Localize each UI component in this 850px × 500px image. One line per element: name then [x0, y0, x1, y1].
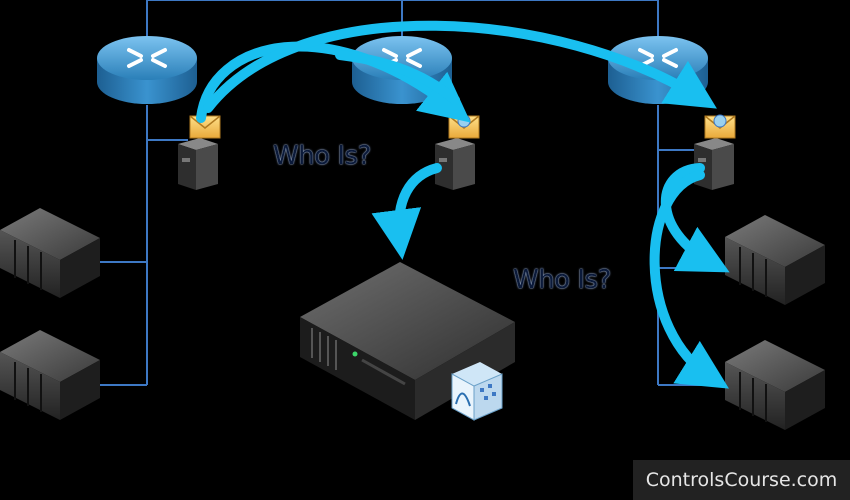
envelope-icon	[448, 114, 480, 139]
controller-icon	[725, 340, 825, 430]
controller-icon	[725, 215, 825, 305]
bacnet-router-device-icon	[178, 138, 218, 190]
controller-icon	[0, 330, 100, 420]
who-is-label: Who Is?	[273, 141, 371, 171]
workstation-software-icon	[451, 362, 503, 421]
who-is-arrows	[196, 20, 730, 389]
bacnet-router-device-icon	[435, 138, 475, 190]
watermark: ControlsCourse.com	[633, 460, 850, 500]
controller-icon	[0, 208, 100, 298]
envelope-icon	[704, 114, 736, 139]
who-is-label: Who Is?	[513, 265, 611, 295]
router-icon	[97, 36, 197, 104]
